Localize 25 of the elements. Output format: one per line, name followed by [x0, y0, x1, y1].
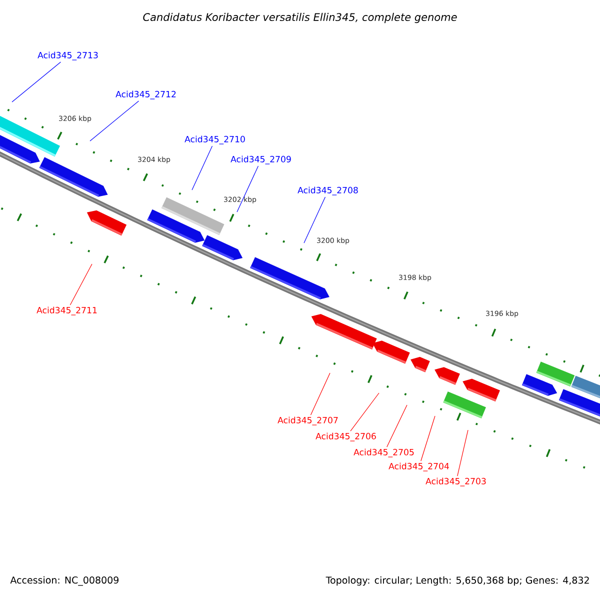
gene-label: Acid345_2704 — [388, 462, 449, 472]
accession-text: Accession: NC_008009 — [10, 576, 118, 586]
title: Candidatus Koribacter versatilis Ellin345, complete genome — [143, 12, 457, 24]
genome-info-text: Topology: circular; Length: 5,650,368 bp; Genes: 4,832 — [326, 576, 589, 586]
leader-line — [386, 404, 408, 448]
gene-label: Acid345_2713 — [38, 52, 98, 60]
leader-line — [12, 62, 62, 102]
leader-line — [310, 372, 330, 416]
gene-label: Acid345_2706 — [316, 432, 376, 442]
leader-line — [457, 430, 468, 476]
leader-line — [304, 196, 326, 244]
leader-line — [192, 146, 213, 190]
leader-line — [90, 100, 140, 142]
gene-label: Acid345_2707 — [278, 416, 338, 426]
gene-label: Acid345_2703 — [426, 478, 486, 486]
gene-label: Acid345_2708 — [298, 186, 358, 196]
gene-label: Acid345_2711 — [36, 306, 97, 316]
leader-line — [350, 392, 380, 432]
gene-label: Acid345_2705 — [354, 448, 414, 458]
gene-label: Acid345_2710 — [184, 136, 245, 144]
gene-label: Acid345_2709 — [230, 156, 291, 164]
leader-line — [236, 166, 259, 212]
leader-line — [420, 416, 436, 462]
leader-line — [70, 264, 92, 306]
gene-label: Acid345_2712 — [116, 90, 176, 100]
